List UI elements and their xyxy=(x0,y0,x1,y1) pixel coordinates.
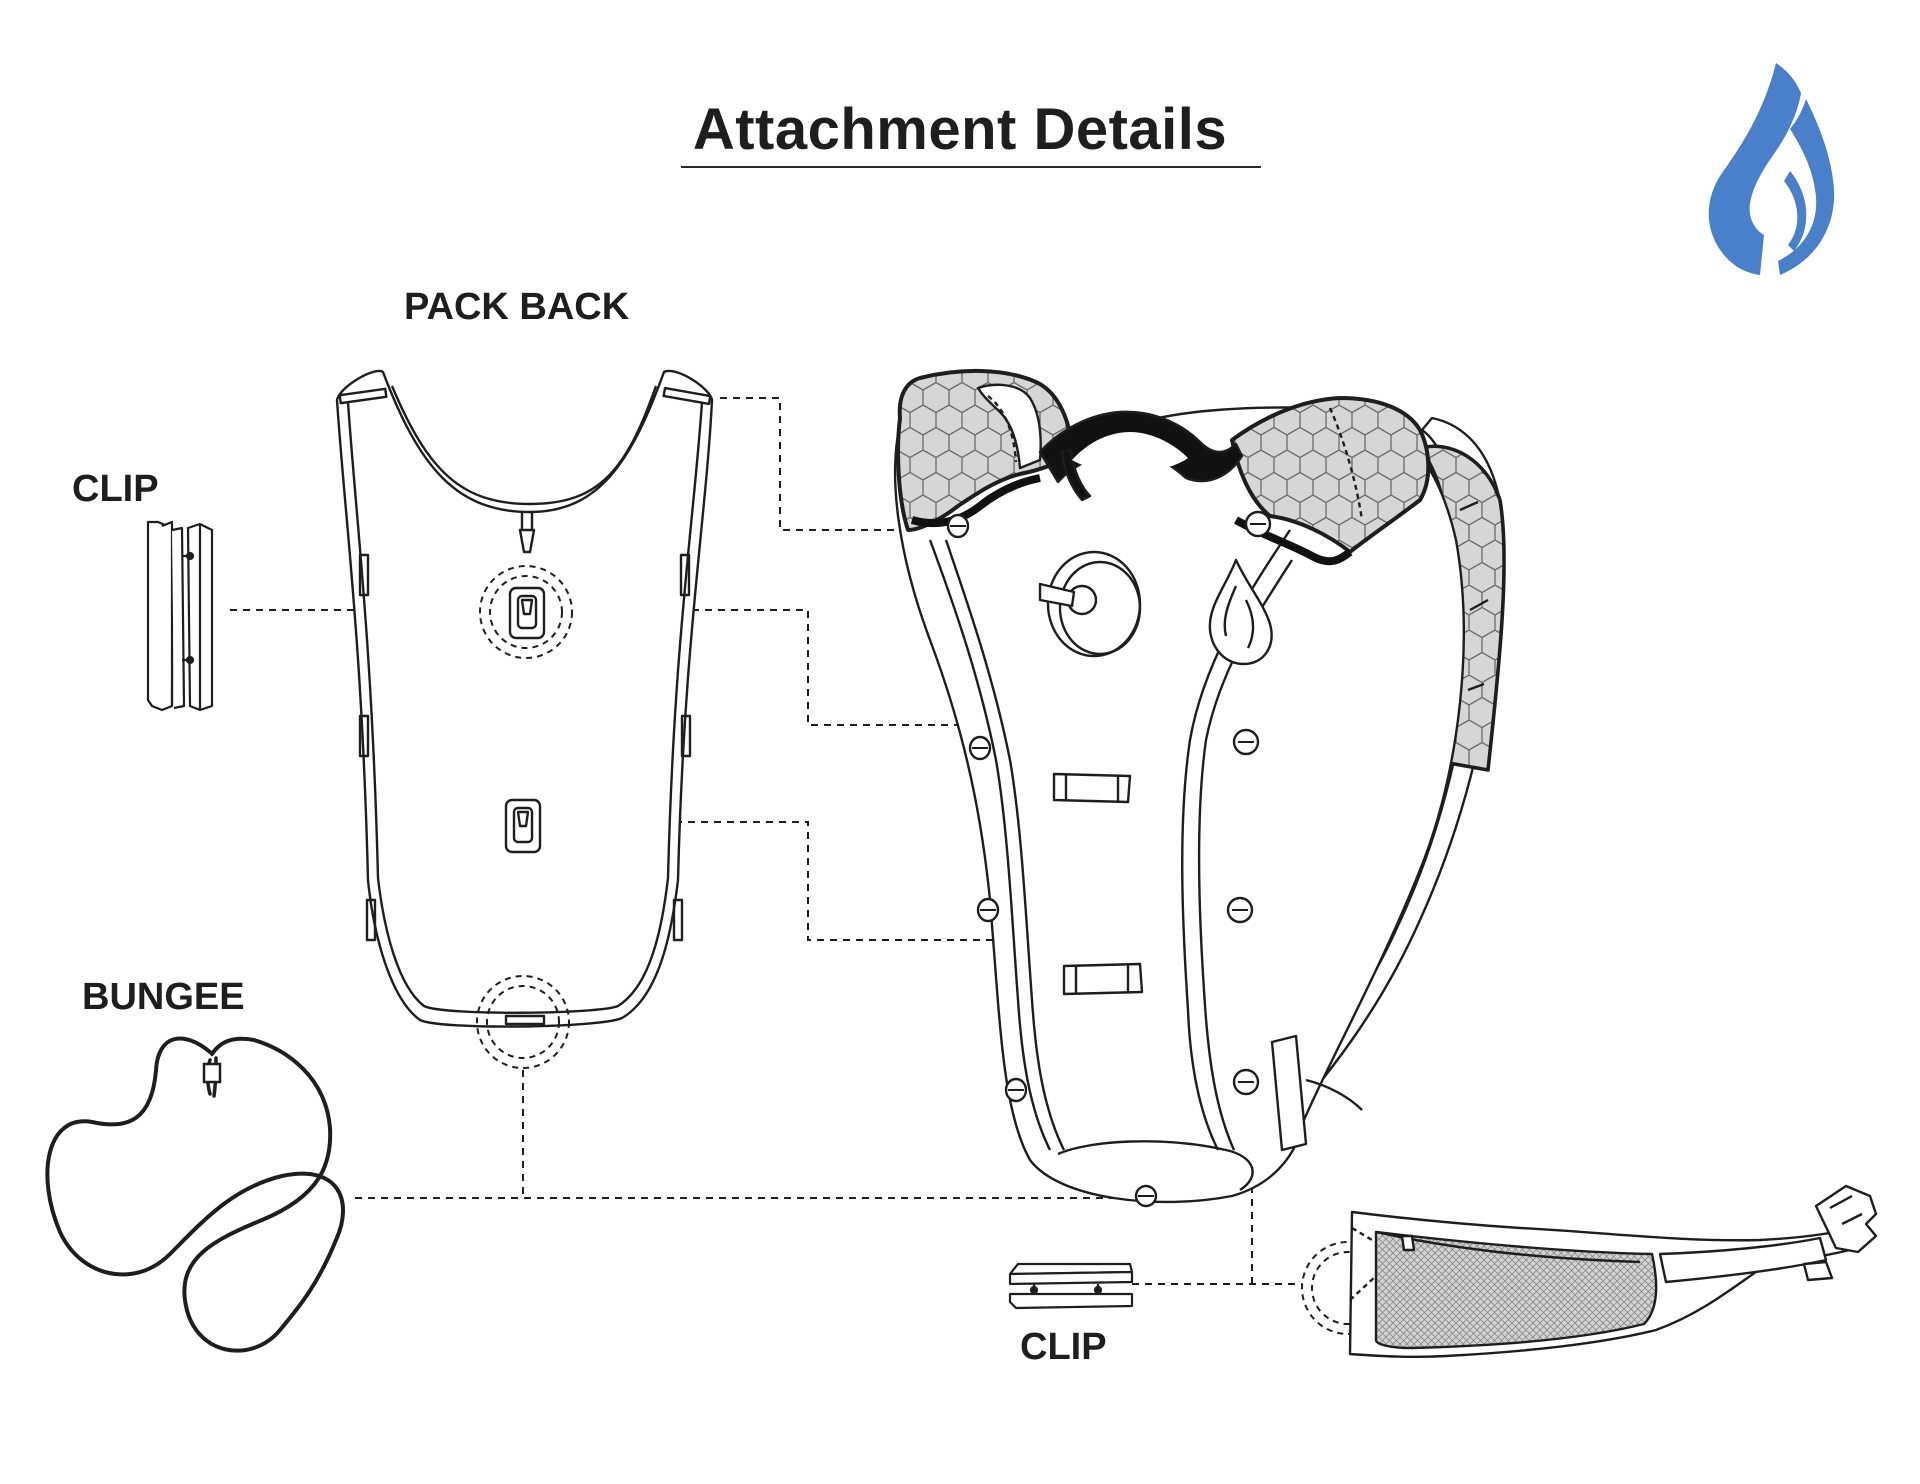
pack-back-panel xyxy=(335,369,714,1069)
clip-label-left: CLIP xyxy=(72,468,159,510)
hydration-port-icon xyxy=(1038,550,1142,658)
page-title: Attachment Details xyxy=(692,97,1228,162)
hydration-backpack xyxy=(893,368,1506,1208)
clip-icon-bottom xyxy=(1008,1262,1134,1310)
pack-back-label: PACK BACK xyxy=(404,286,630,328)
clip-label-bottom: CLIP xyxy=(1020,1326,1107,1368)
leader-packback-to-pack xyxy=(720,397,905,531)
bungee-cord-icon xyxy=(45,1036,346,1353)
title-underline xyxy=(681,166,1261,168)
water-drop-logo-icon xyxy=(1708,63,1835,275)
clip-icon-left xyxy=(146,520,214,712)
leader-lower-to-strap2 xyxy=(558,821,1101,1018)
hip-belt-pocket xyxy=(1301,1184,1878,1359)
bungee-label: BUNGEE xyxy=(82,976,245,1018)
